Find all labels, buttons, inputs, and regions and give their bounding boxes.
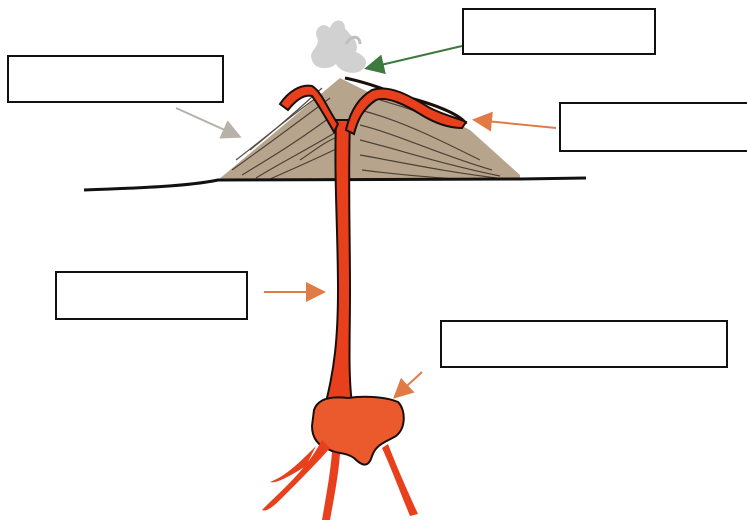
arrow-icon <box>176 108 238 136</box>
label-box-side-vent[interactable] <box>559 102 747 152</box>
label-box-magma-chamber[interactable] <box>440 320 728 368</box>
arrow-icon <box>396 372 422 396</box>
dike-right <box>382 444 418 516</box>
smoke-icon <box>311 21 366 73</box>
label-box-volcano-cone[interactable] <box>7 55 224 103</box>
dike-center <box>322 452 340 520</box>
label-box-main-vent[interactable] <box>55 271 248 320</box>
dike-left <box>262 440 330 511</box>
label-box-ash-cloud[interactable] <box>462 8 656 55</box>
arrow-icon <box>476 120 556 128</box>
arrow-icon <box>368 46 462 68</box>
